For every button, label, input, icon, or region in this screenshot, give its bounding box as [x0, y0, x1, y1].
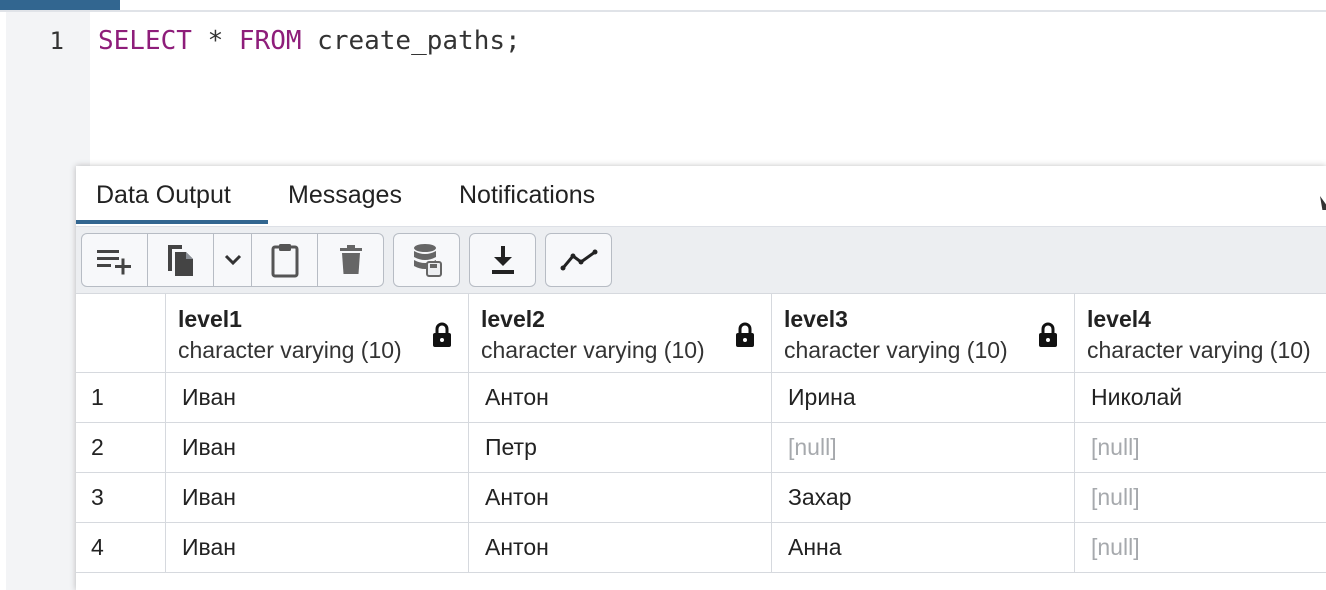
column-name: level4 [1087, 306, 1151, 332]
table-row[interactable]: 1 Иван Антон Ирина Николай [76, 373, 1326, 423]
column-type: character varying (10) [784, 337, 1008, 363]
null-cell[interactable]: [null] [772, 423, 1075, 472]
paste-icon [271, 244, 298, 278]
save-data-icon [413, 244, 442, 277]
column-type: character varying (10) [481, 337, 705, 363]
column-type: character varying (10) [1087, 337, 1311, 363]
tab-messages[interactable]: Messages [288, 181, 402, 209]
download-button-group [469, 233, 536, 287]
editor-top-accent [0, 0, 120, 10]
delete-button[interactable] [318, 234, 383, 286]
editor-top-divider [0, 10, 1326, 12]
column-header-level1[interactable]: level1 character varying (10) [166, 294, 469, 373]
code-token-table: create_paths; [301, 26, 521, 56]
column-header-level3[interactable]: level3 character varying (10) [772, 294, 1075, 373]
code-token-star: * [191, 26, 239, 56]
table-cell[interactable]: Антон [469, 523, 772, 572]
download-icon [491, 246, 514, 274]
results-tabs: Data Output Messages Notifications [76, 166, 1326, 227]
results-toolbar [76, 227, 1326, 294]
keyword-from: FROM [238, 26, 302, 56]
column-header-level2[interactable]: level2 character varying (10) [469, 294, 772, 373]
tab-data-output[interactable]: Data Output [96, 181, 231, 209]
column-header-level4[interactable]: level4 character varying (10) [1075, 294, 1326, 373]
paste-button[interactable] [252, 234, 318, 286]
copy-options-dropdown[interactable] [214, 234, 252, 286]
table-cell[interactable]: Николай [1091, 384, 1183, 410]
column-name: level1 [178, 306, 242, 332]
row-number[interactable]: 2 [76, 423, 166, 472]
sql-code-line[interactable]: SELECT * FROM create_paths; [98, 26, 521, 56]
row-number[interactable]: 1 [76, 373, 166, 422]
null-cell[interactable]: [null] [1091, 534, 1140, 560]
table-cell[interactable]: Иван [166, 373, 469, 422]
table-cell[interactable]: Иван [166, 423, 469, 472]
lock-icon [736, 322, 754, 347]
results-panel: Data Output Messages Notifications [76, 166, 1326, 590]
copy-button[interactable] [148, 234, 214, 286]
graph-visualiser-button[interactable] [546, 234, 611, 286]
copy-icon [167, 245, 193, 276]
delete-icon [339, 245, 362, 274]
graph-icon [560, 249, 597, 271]
lock-icon [1039, 322, 1057, 347]
table-cell[interactable]: Ирина [772, 373, 1075, 422]
table-cell[interactable]: Иван [166, 523, 469, 572]
download-button[interactable] [470, 234, 535, 286]
keyword-select: SELECT [98, 26, 192, 56]
save-button-group [393, 233, 460, 287]
active-tab-indicator [76, 220, 268, 224]
row-number[interactable]: 3 [76, 473, 166, 522]
column-type: character varying (10) [178, 337, 402, 363]
save-data-button[interactable] [394, 234, 459, 286]
table-cell[interactable]: Иван [166, 473, 469, 522]
column-name: level3 [784, 306, 848, 332]
table-row[interactable]: 2 Иван Петр [null] [null] [76, 423, 1326, 473]
table-cell[interactable]: Антон [469, 373, 772, 422]
tab-notifications[interactable]: Notifications [459, 181, 596, 209]
table-row[interactable]: 3 Иван Антон Захар [null] [76, 473, 1326, 523]
chevron-down-icon [224, 254, 241, 266]
table-row[interactable]: 4 Иван Антон Анна [null] [76, 523, 1326, 573]
panel-resize-icon[interactable] [1320, 196, 1326, 210]
line-number: 1 [49, 27, 64, 55]
row-number-header[interactable] [76, 294, 166, 373]
lock-icon [433, 322, 451, 347]
null-cell[interactable]: [null] [1091, 434, 1140, 460]
null-cell[interactable]: [null] [1091, 484, 1140, 510]
add-row-icon [96, 250, 131, 275]
graph-button-group [545, 233, 612, 287]
table-cell[interactable]: Антон [469, 473, 772, 522]
edit-button-group [81, 233, 384, 287]
table-cell[interactable]: Петр [469, 423, 772, 472]
table-cell[interactable]: Захар [772, 473, 1075, 522]
editor-left-accent [0, 0, 6, 12]
column-name: level2 [481, 306, 545, 332]
table-cell[interactable]: Анна [772, 523, 1075, 572]
row-number[interactable]: 4 [76, 523, 166, 572]
add-row-button[interactable] [82, 234, 148, 286]
